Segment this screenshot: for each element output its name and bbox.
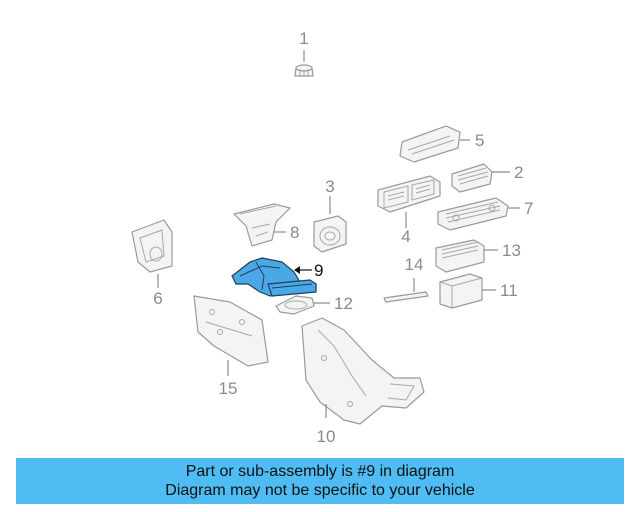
part-4[interactable] [377,175,441,228]
callout-1: 1 [299,29,308,48]
callout-5: 5 [475,131,484,150]
part-7[interactable] [437,197,520,231]
part-6[interactable] [131,219,173,288]
part-11[interactable] [439,273,496,309]
callout-9: 9 [314,261,323,280]
part-9-highlighted[interactable] [231,257,317,297]
part-10[interactable] [301,317,425,425]
callout-7: 7 [524,199,533,218]
part-3[interactable] [313,196,347,253]
callout-12: 12 [334,294,353,313]
banner-line-2: Diagram may not be specific to your vehi… [165,482,475,499]
callout-8: 8 [290,223,299,242]
part-15[interactable] [193,295,269,376]
part-8[interactable] [233,203,291,247]
callout-15: 15 [219,379,238,398]
part-5[interactable] [399,125,470,163]
callout-2: 2 [514,163,523,182]
callout-6: 6 [153,289,162,308]
part-13[interactable] [435,239,498,273]
callout-4: 4 [401,227,410,246]
part-1[interactable] [294,50,314,77]
part-14[interactable] [383,278,429,303]
info-banner: Part or sub-assembly is #9 in diagram Di… [16,458,624,504]
callout-3: 3 [325,177,334,196]
callout-13: 13 [502,241,521,260]
banner-line-1: Part or sub-assembly is #9 in diagram [185,463,455,480]
part-2[interactable] [451,163,510,193]
callout-11: 11 [500,281,518,300]
part-12[interactable] [275,295,330,315]
callout-14: 14 [405,255,424,274]
callout-10: 10 [317,427,336,446]
